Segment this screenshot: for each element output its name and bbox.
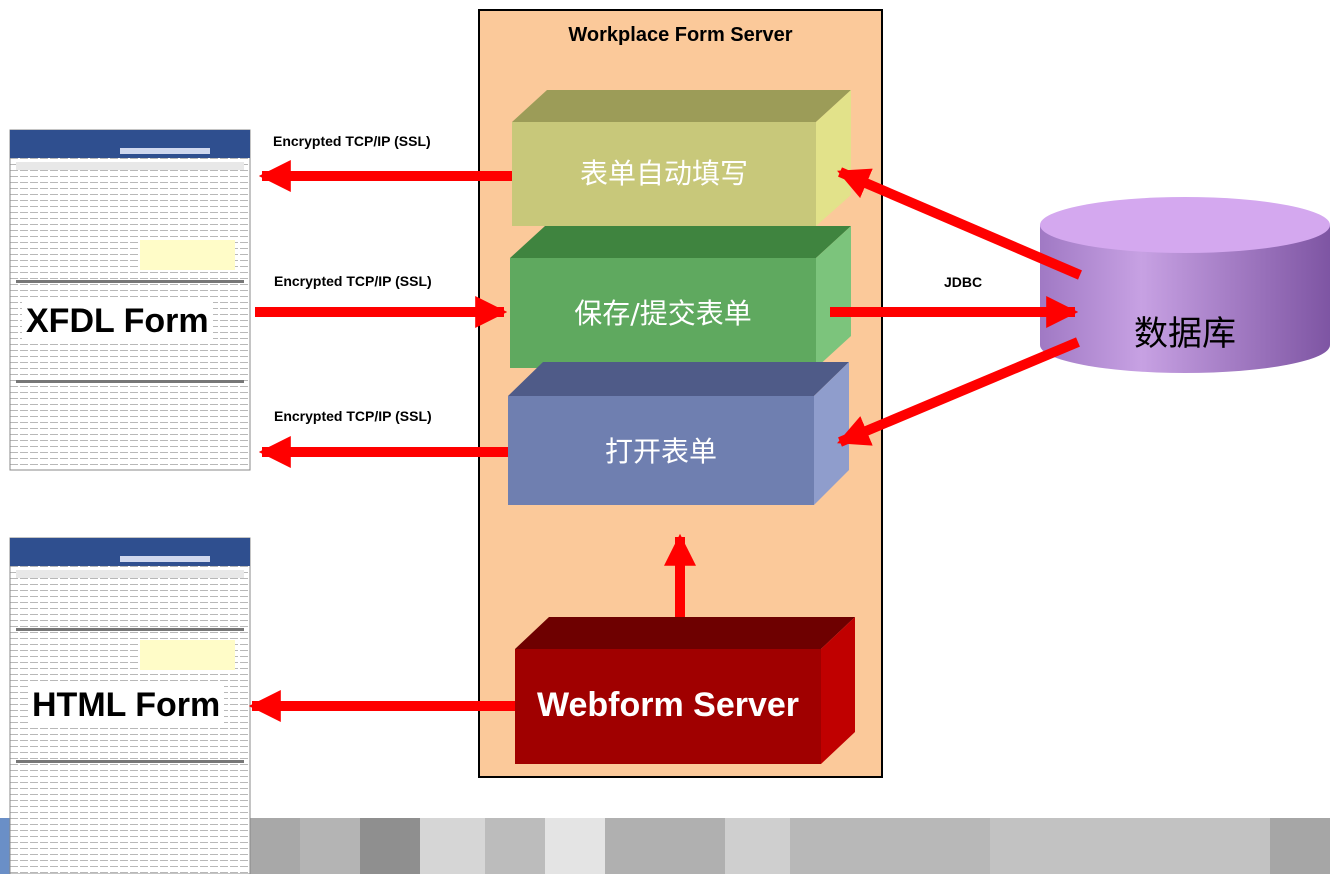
edge-label-low: Encrypted TCP/IP (SSL)	[274, 408, 432, 424]
open-label: 打开表单	[604, 435, 717, 468]
save-label: 保存/提交表单	[574, 297, 752, 330]
edge-label-mid: Encrypted TCP/IP (SSL)	[274, 273, 432, 289]
save-block	[510, 226, 851, 368]
edge-label-jdbc: JDBC	[944, 274, 983, 290]
database-label: 数据库	[1134, 314, 1236, 354]
decorative-banner	[0, 818, 1330, 874]
xfdl-form-document	[9, 129, 251, 471]
edge-label-top: Encrypted TCP/IP (SSL)	[273, 133, 431, 149]
arrow-database-to-autofill	[837, 167, 1082, 280]
autofill-block	[512, 90, 851, 226]
autofill-label: 表单自动填写	[579, 157, 748, 190]
server-title: Workplace Form Server	[568, 24, 793, 46]
xfdl-form-label: XFDL Form	[22, 302, 213, 341]
open-block	[508, 362, 849, 505]
html-form-label: HTML Form	[28, 686, 225, 725]
database-cylinder	[1040, 197, 1330, 373]
webform-server-block	[515, 617, 855, 764]
webform-label: Webform Server	[536, 686, 800, 724]
arrow-database-to-open	[837, 337, 1080, 447]
